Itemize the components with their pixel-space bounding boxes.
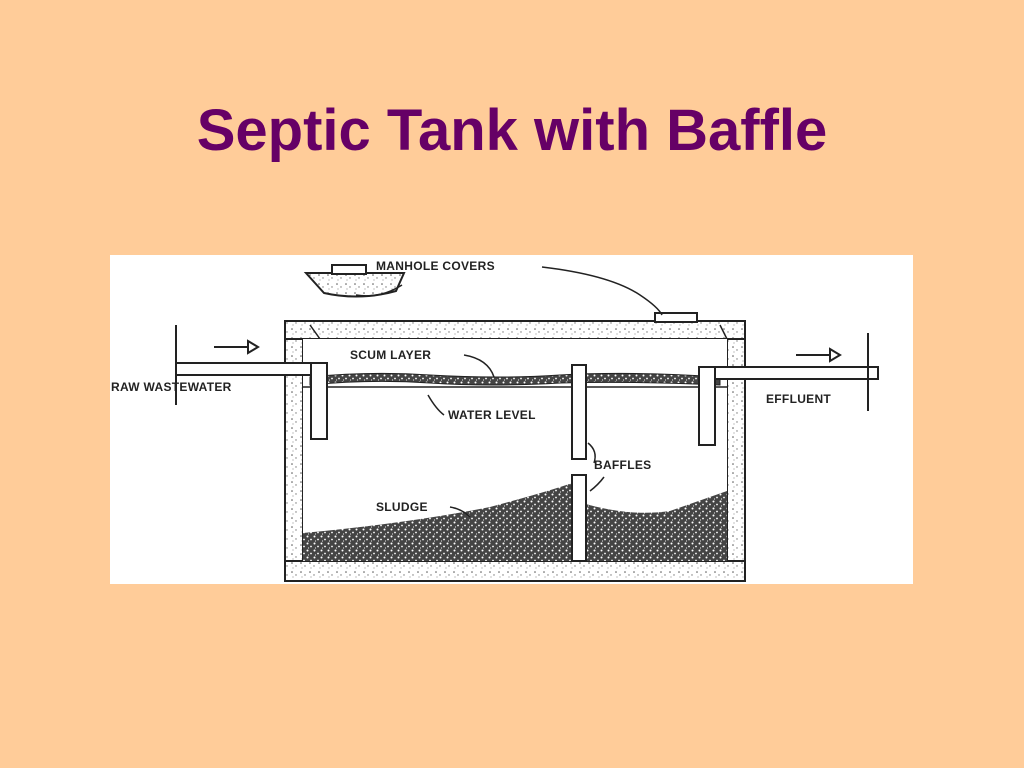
label-water-level: WATER LEVEL — [448, 408, 536, 422]
center-baffles — [571, 364, 587, 562]
label-sludge: SLUDGE — [376, 500, 428, 514]
label-scum-layer: SCUM LAYER — [350, 348, 431, 362]
septic-tank-diagram: MANHOLE COVERS SCUM LAYER WATER LEVEL BA… — [110, 255, 913, 584]
outlet-pipe — [698, 333, 879, 446]
label-baffles: BAFFLES — [594, 458, 651, 472]
label-manhole-covers: MANHOLE COVERS — [376, 259, 495, 273]
sludge-layer — [303, 483, 727, 561]
label-raw-wastewater: RAW WASTEWATER — [111, 380, 232, 394]
leader-lines — [427, 266, 663, 518]
label-effluent: EFFLUENT — [766, 392, 831, 406]
diagram-svg: MANHOLE COVERS SCUM LAYER WATER LEVEL BA… — [111, 259, 879, 582]
manhole-cover-loose — [303, 264, 406, 298]
scum-layer — [309, 372, 721, 386]
slide-title: Septic Tank with Baffle — [196, 98, 828, 163]
inlet-pipe — [175, 325, 328, 440]
